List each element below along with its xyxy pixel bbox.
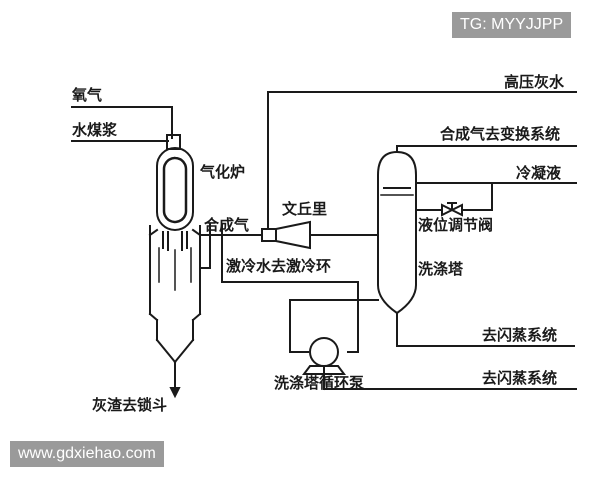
watermark-top-right: TG: MYYJJPP <box>452 12 572 38</box>
scrubber-label: 洗涤塔 <box>418 260 464 278</box>
level-control-valve-label: 液位调节阀 <box>418 216 494 234</box>
gasifier-vessel <box>148 134 202 399</box>
quench-water-label: 激冷水去激冷环 <box>226 257 332 275</box>
syngas-to-shift-label: 合成气去变换系统 <box>440 125 561 143</box>
circulation-loop <box>199 223 577 390</box>
circulation-pump-label: 洗涤塔循环泵 <box>274 374 365 392</box>
to-flash-system-label-2: 去闪蒸系统 <box>482 369 558 387</box>
watermark-bottom-left: www.gdxiehao.com <box>10 441 164 467</box>
syngas-label: 合成气 <box>204 216 250 234</box>
venturi-unit <box>261 220 379 250</box>
gasifier-label: 气化炉 <box>200 163 246 181</box>
ash-to-lockhopper-label: 灰渣去锁斗 <box>92 396 168 414</box>
venturi-label: 文丘里 <box>282 200 328 218</box>
scrubber-column <box>377 145 577 347</box>
high-pressure-ash-water-label: 高压灰水 <box>504 73 565 91</box>
to-flash-system-label-1: 去闪蒸系统 <box>482 326 558 344</box>
feed-lines <box>71 106 173 142</box>
high-pressure-water-line <box>267 91 577 230</box>
coal-water-slurry-label: 水煤浆 <box>72 121 118 139</box>
condensate-label: 冷凝液 <box>516 164 562 182</box>
condensate-line <box>415 182 577 217</box>
oxygen-label: 氧气 <box>72 86 103 104</box>
